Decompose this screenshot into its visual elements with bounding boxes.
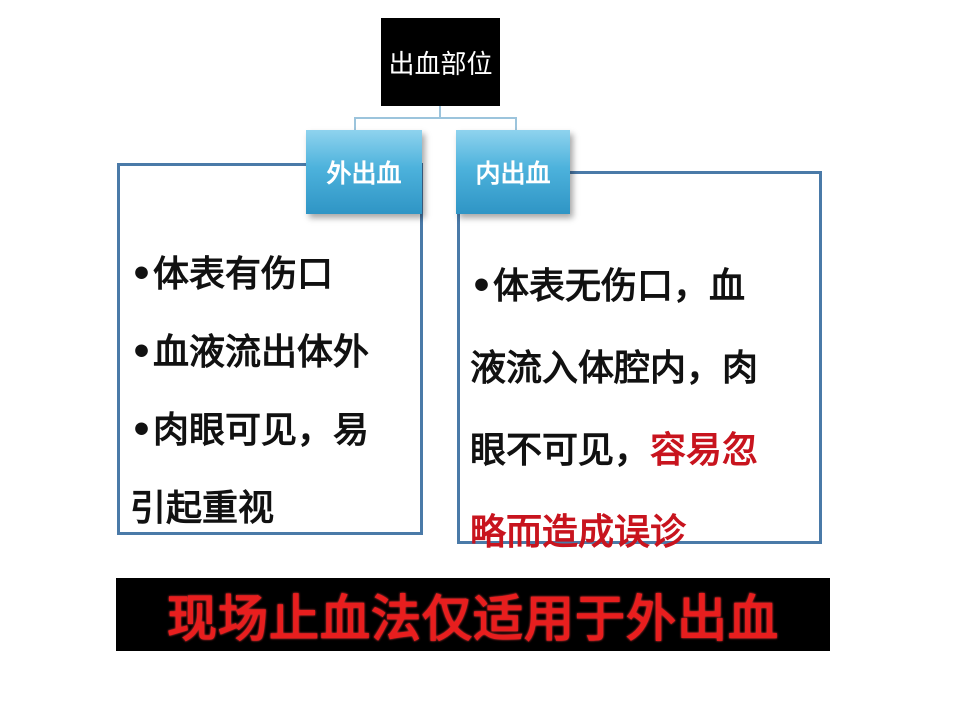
right-panel: •体表无伤口，血 液流入体腔内，肉 眼不可见，容易忽 略而造成误诊 xyxy=(457,171,822,553)
connector-right xyxy=(439,106,517,130)
tab-internal-label: 内出血 xyxy=(475,159,551,188)
right-panel-text: •体表无伤口，血 液流入体腔内，肉 眼不可见，容易忽 略而造成误诊 xyxy=(470,246,815,574)
tab-external-label: 外出血 xyxy=(326,159,402,188)
footer-text: 现场止血法仅适用于外出血 xyxy=(167,589,779,648)
left-line-4: 引起重视 xyxy=(130,488,275,529)
left-panel: •体表有伤口 •血液流出体外 •肉眼可见，易 引起重视 xyxy=(117,163,423,535)
tab-external-bleeding: 外出血 xyxy=(306,130,422,214)
left-panel-text: •体表有伤口 •血液流出体外 •肉眼可见，易 引起重视 xyxy=(130,236,420,548)
footer-banner: 现场止血法仅适用于外出血 xyxy=(116,578,830,651)
right-line-2: 液流入体腔内，肉 xyxy=(470,348,759,389)
right-line-1: •体表无伤口，血 xyxy=(470,266,746,307)
left-line-1: •体表有伤口 xyxy=(130,254,334,295)
right-line-3: 眼不可见，容易忽 xyxy=(470,410,815,492)
tab-internal-bleeding: 内出血 xyxy=(456,130,570,214)
right-line-3-red: 容易忽 xyxy=(650,430,759,471)
root-label: 出血部位 xyxy=(388,49,493,80)
left-line-2: •血液流出体外 xyxy=(130,332,370,373)
right-line-3-black: 眼不可见， xyxy=(470,430,651,471)
root-node: 出血部位 xyxy=(381,18,500,106)
right-line-4: 略而造成误诊 xyxy=(470,512,687,553)
connector-left xyxy=(354,106,441,130)
left-line-3: •肉眼可见，易 xyxy=(130,410,370,451)
